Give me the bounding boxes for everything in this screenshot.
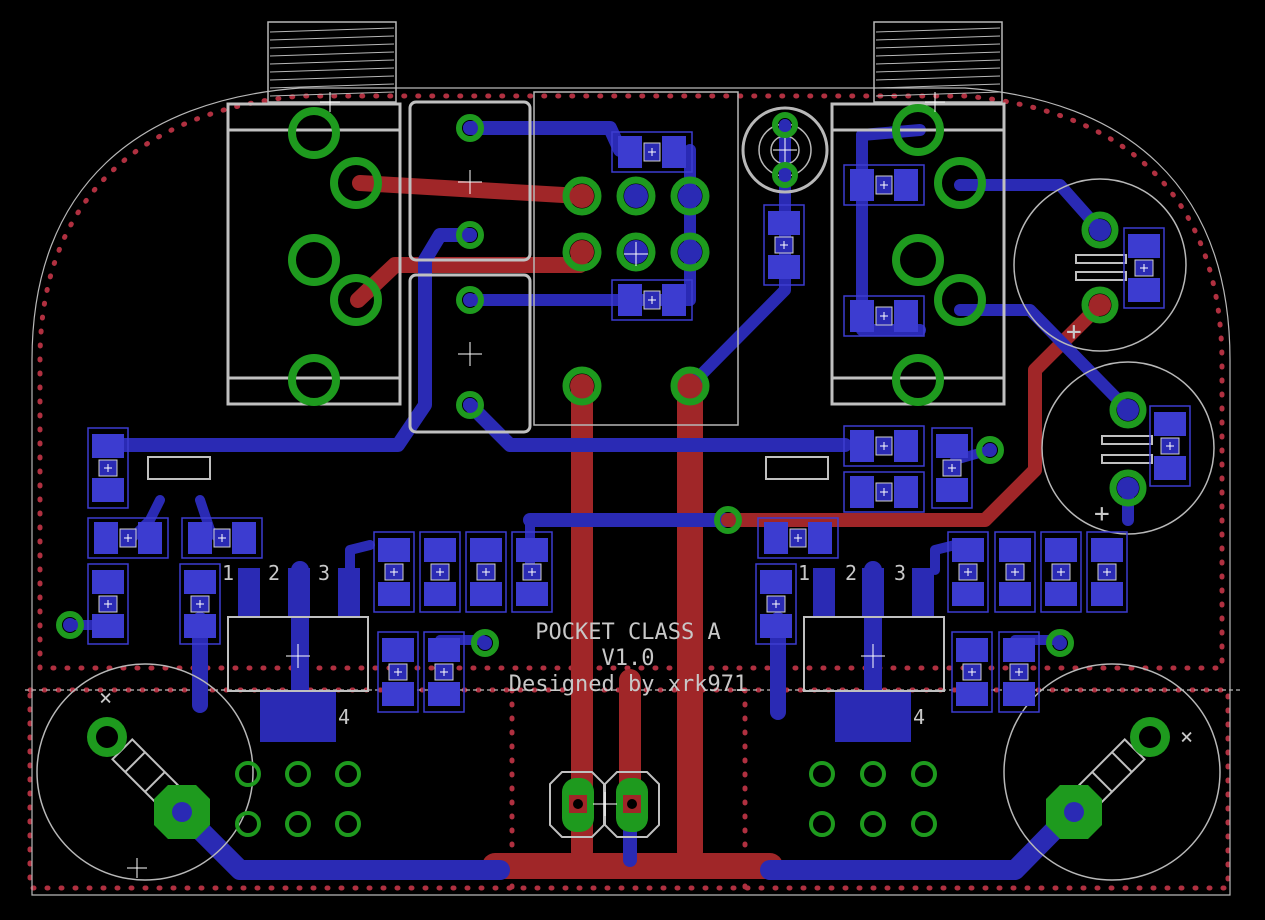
mounting-hole xyxy=(285,761,311,787)
via-pad xyxy=(471,629,499,657)
mounting-hole xyxy=(335,761,361,787)
resistor-icon xyxy=(1086,531,1128,613)
resistor-icon xyxy=(181,517,263,559)
resistor-icon xyxy=(611,279,693,321)
via-pad xyxy=(772,112,798,138)
via-pad xyxy=(456,391,484,419)
resistor-icon xyxy=(1149,405,1191,487)
resistor-icon xyxy=(87,563,129,645)
pin-label: 4 xyxy=(913,705,925,729)
pot-marks: × × xyxy=(99,686,1193,750)
mounting-hole xyxy=(860,811,886,837)
via-pad xyxy=(1109,391,1147,429)
mounting-hole xyxy=(809,761,835,787)
jack-pads xyxy=(288,104,986,406)
resistor-icon xyxy=(947,531,989,613)
pin-label: 4 xyxy=(338,705,350,729)
via-pad xyxy=(456,114,484,142)
via-pad xyxy=(616,176,656,216)
via-pad xyxy=(562,232,602,272)
resistor-icon xyxy=(419,531,461,613)
via-pad xyxy=(976,436,1004,464)
board-outline xyxy=(25,87,1240,896)
resistor-icon xyxy=(87,517,169,559)
resistor-icon xyxy=(843,295,925,337)
via-pad xyxy=(772,162,798,188)
version-line: V1.0 xyxy=(602,646,655,671)
cap-plus-mark: + xyxy=(1094,499,1110,529)
via-pad xyxy=(670,232,710,272)
resistor-icon xyxy=(611,131,693,173)
resistor-icon xyxy=(465,531,507,613)
via-pad xyxy=(1081,286,1119,324)
mounting-hole xyxy=(860,761,886,787)
title-line: POCKET CLASS A xyxy=(535,620,720,645)
resistor-icon xyxy=(1040,531,1082,613)
via-pad xyxy=(56,611,84,639)
mounting-hole xyxy=(335,811,361,837)
resistor-icon xyxy=(763,204,805,286)
mounting-hole xyxy=(235,811,261,837)
resistor-icon xyxy=(843,425,925,467)
mounting-hole xyxy=(911,811,937,837)
resistor-icon xyxy=(373,531,415,613)
origin-marks xyxy=(127,92,945,878)
resistor-icon xyxy=(998,631,1040,713)
resistor-icon xyxy=(843,164,925,206)
pin-labels: 1 2 3 4 1 2 3 4 xyxy=(222,561,925,729)
resistor-icon xyxy=(994,531,1036,613)
cap-marks: + + xyxy=(1066,317,1110,529)
via-pad xyxy=(562,176,602,216)
pin-label: 2 xyxy=(845,561,857,585)
pin-label: 1 xyxy=(798,561,810,585)
potentiometer-icon xyxy=(87,717,1170,839)
resistor-icon xyxy=(179,563,221,645)
via-pad xyxy=(1109,469,1147,507)
resistor-icon xyxy=(1123,227,1165,309)
cap-plus-mark: + xyxy=(1066,317,1082,347)
resistor-icon xyxy=(843,471,925,513)
via-pad xyxy=(456,221,484,249)
pin-label: 2 xyxy=(268,561,280,585)
thin-outlines xyxy=(36,21,1221,881)
resistor-icon xyxy=(87,427,129,509)
resistor-icon xyxy=(757,517,839,559)
via-pad xyxy=(714,506,742,534)
pin-label: 3 xyxy=(894,561,906,585)
vias xyxy=(56,112,1147,837)
via-pad xyxy=(456,286,484,314)
resistor-icon xyxy=(423,631,465,713)
via-pad xyxy=(1046,629,1074,657)
resistor-icon xyxy=(951,631,993,713)
board-title: POCKET CLASS A V1.0 Designed by xrk971 xyxy=(509,620,747,697)
transistor-icon xyxy=(238,568,934,742)
capacitor-icon xyxy=(1075,254,1153,464)
pot-mark: × xyxy=(99,686,112,711)
smd-components xyxy=(87,131,1191,713)
via-pad xyxy=(670,366,710,406)
credit-line: Designed by xrk971 xyxy=(509,672,747,697)
pin-label: 1 xyxy=(222,561,234,585)
via-pad xyxy=(670,176,710,216)
via-pad xyxy=(562,366,602,406)
resistor-icon xyxy=(755,563,797,645)
via-pad xyxy=(1081,211,1119,249)
mounting-hole xyxy=(911,761,937,787)
mounting-hole xyxy=(285,811,311,837)
resistor-icon xyxy=(511,531,553,613)
pin-label: 3 xyxy=(318,561,330,585)
resistor-icon xyxy=(377,631,419,713)
resistor-icon xyxy=(931,427,973,509)
pot-mark: × xyxy=(1180,725,1193,750)
mounting-hole xyxy=(809,811,835,837)
mounting-hole xyxy=(235,761,261,787)
jack-hatching xyxy=(269,27,1001,97)
